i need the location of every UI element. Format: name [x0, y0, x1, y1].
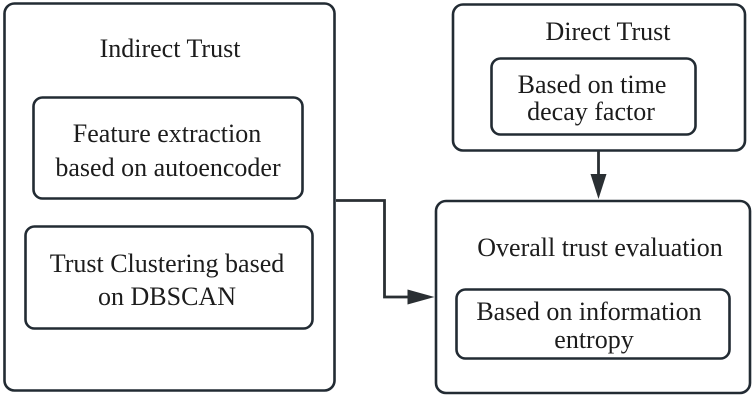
time-decay-label-line1: Based on time	[518, 70, 667, 99]
information-entropy-label-line2: entropy	[554, 325, 633, 354]
trust-clustering-label-line1: Trust Clustering based	[50, 249, 285, 278]
indirect-trust-title: Indirect Trust	[100, 34, 242, 63]
down-arrowhead-icon	[590, 174, 607, 199]
connector-indirect-to-overall	[336, 199, 435, 305]
information-entropy-box	[455, 288, 731, 360]
time-decay-label-line2: decay factor	[527, 97, 655, 126]
trust-clustering-box	[24, 225, 314, 330]
connector-direct-to-overall	[590, 151, 607, 199]
feature-extraction-box	[32, 96, 304, 200]
direct-trust-title: Direct Trust	[546, 17, 672, 46]
right-arrowhead-icon	[407, 289, 435, 305]
overall-trust-title: Overall trust evaluation	[477, 233, 722, 262]
feature-extraction-label-line2: based on autoencoder	[55, 153, 281, 182]
elbow-connector-line	[336, 199, 410, 299]
information-entropy-label-line1: Based on information	[476, 297, 701, 326]
time-decay-box	[490, 57, 697, 136]
trust-clustering-label-line2: on DBSCAN	[98, 282, 236, 311]
feature-extraction-label-line1: Feature extraction	[73, 119, 261, 148]
